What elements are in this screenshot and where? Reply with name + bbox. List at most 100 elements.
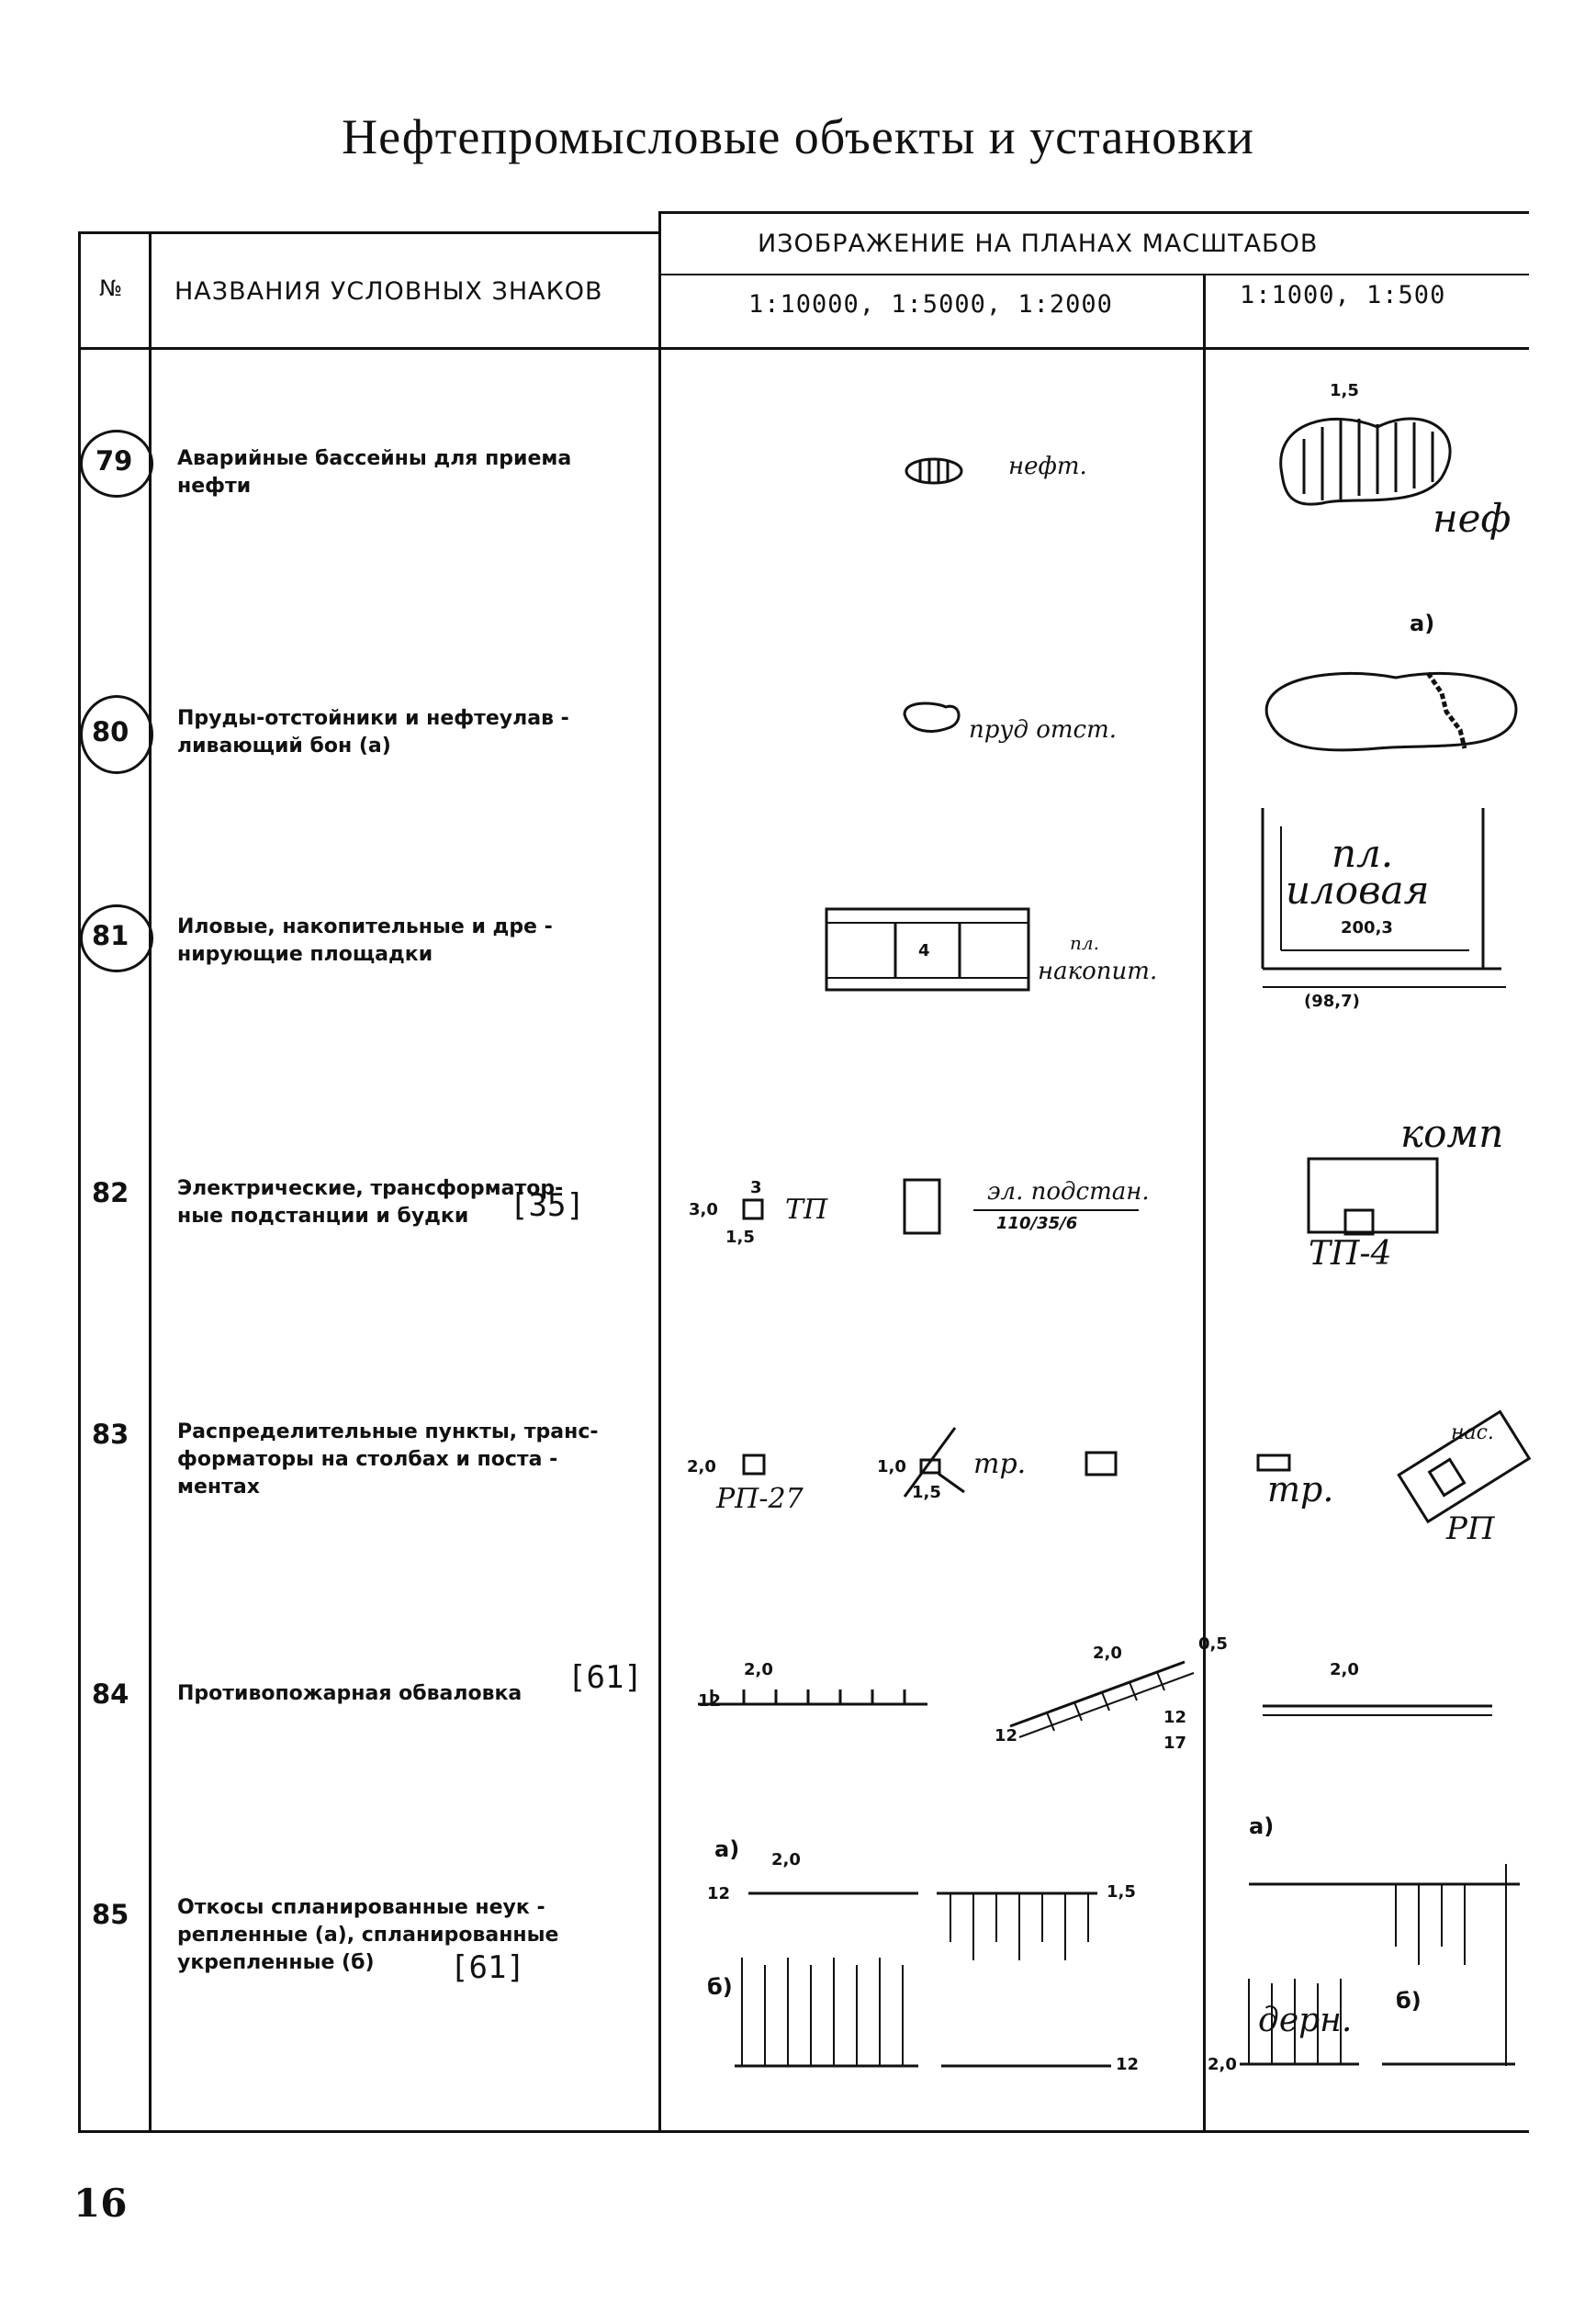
r85-dim-b: 12 (707, 1884, 731, 1903)
r85-marker-a: а) (714, 1836, 740, 1862)
r80-small-label: пруд отст. (969, 716, 1118, 744)
r79-small-basin-symbol (905, 457, 963, 485)
r83-label-tr: тр. (973, 1448, 1027, 1480)
r81-large-area-symbol (1261, 808, 1506, 988)
r81-small-area-symbol (825, 907, 1030, 992)
table-divider-name (658, 211, 661, 2132)
row-84-ref-wrap: [61] (568, 1662, 1036, 1696)
r79-large-label: неф (1433, 496, 1512, 541)
row-84-ref: [61] (568, 1659, 643, 1696)
row-80-circle (80, 695, 153, 774)
r85-small-slope-b-symbol (735, 1958, 1111, 2068)
r84-dim-f: 12 (1163, 1708, 1187, 1727)
row-85-num: 85 (92, 1899, 129, 1930)
r80-marker: а) (1410, 611, 1435, 636)
header-num: № (99, 275, 123, 301)
r83-large-label-nas: нас. (1451, 1421, 1494, 1444)
row-79-name: Аварийные бассейны для приема нефти (177, 447, 572, 498)
row-82-num: 82 (92, 1177, 129, 1208)
r79-large-basin-symbol (1279, 417, 1452, 506)
r85-marker-b: б) (707, 1974, 733, 2000)
r85-large-marker-b: б) (1396, 1988, 1422, 2014)
row-80-name: Пруды-отстойники и нефтеулав - ливающий … (177, 707, 569, 758)
row-79-num: 79 (96, 445, 133, 477)
row-81-num: 81 (92, 920, 129, 951)
r81-large-label-1: пл. (1332, 831, 1394, 876)
r80-small-pond-symbol (903, 702, 961, 733)
row-82-ref-wrap: [35] (510, 1190, 978, 1224)
r82-small-tp-symbol (742, 1198, 764, 1220)
r85-dim-a: 2,0 (771, 1850, 801, 1869)
r81-small-label-2: накопит. (1038, 958, 1158, 985)
r83-dim-b: 1,0 (877, 1457, 906, 1476)
r82-dim-a: 3,0 (689, 1200, 718, 1219)
r84-large-dim: 2,0 (1330, 1660, 1359, 1679)
r85-large-dim: 2,0 (1208, 2055, 1237, 2074)
r82-small-substation-symbol (903, 1178, 941, 1235)
r85-large-marker-a: а) (1249, 1813, 1275, 1839)
r82-dim-b: 1,5 (725, 1228, 755, 1247)
row-85-name: Откосы спланированные неук - репленные (… (177, 1896, 559, 1974)
r83-large-rp-symbol (1397, 1409, 1532, 1524)
row-81-name: Иловые, накопительные и дре - нирующие п… (177, 915, 553, 966)
row-85-ref-wrap: [61] (450, 1952, 918, 1986)
row-80-num: 80 (92, 716, 129, 747)
row-83-num: 83 (92, 1419, 129, 1450)
r83-dim-c: 1,5 (912, 1483, 941, 1502)
r85-large-slope-symbol (1240, 1864, 1520, 2066)
header-scale-large: 1:1000, 1:500 (1240, 281, 1446, 309)
r81-large-val-2: (98,7) (1304, 992, 1360, 1011)
r81-large-val-1: 200,3 (1341, 918, 1393, 937)
r82-label-sub-val: 110/35/6 (996, 1214, 1078, 1233)
r83-small-rp-symbol (742, 1454, 766, 1476)
row-84-name: Противопожарная обваловка (177, 1682, 523, 1705)
r80-large-pond-symbol (1264, 671, 1518, 752)
r84-dim-a: 2,0 (744, 1660, 773, 1679)
r84-small-bank-diagonal-symbol (1009, 1660, 1195, 1738)
r82-large-tp-symbol (1307, 1157, 1439, 1236)
r83-large-label-tr: тр. (1267, 1469, 1334, 1510)
page-number: 16 (73, 2181, 128, 2226)
row-85-ref: [61] (450, 1949, 525, 1986)
r83-large-label-rp: РП (1446, 1510, 1495, 1547)
r84-dim-b: 12 (698, 1691, 722, 1711)
r85-dim-c: 1,5 (1107, 1882, 1136, 1902)
r83-dim-a: 2,0 (687, 1457, 716, 1476)
r85-small-slope-a-symbol (748, 1891, 1097, 1960)
r84-dim-d: 0,5 (1198, 1634, 1228, 1654)
r79-dim: 1,5 (1330, 381, 1359, 400)
row-84-num: 84 (92, 1678, 129, 1710)
r83-large-transformer-symbol (1256, 1454, 1291, 1472)
header-bottom-line (78, 347, 1529, 350)
row-82-ref: [35] (510, 1187, 585, 1224)
r82-large-label-top: комп (1400, 1111, 1504, 1156)
r82-dim-c: 3 (750, 1178, 762, 1197)
table-border-bottom (78, 2130, 1529, 2133)
r83-small-transformer-plinth-symbol (1085, 1451, 1118, 1476)
row-82-name: Электрические, трансформатор- ные подста… (177, 1177, 564, 1228)
r82-label-tp: ТП (785, 1194, 828, 1226)
r85-dim-d: 12 (1116, 2055, 1140, 2074)
r84-dim-c: 2,0 (1093, 1644, 1122, 1663)
r83-label-rp: РП-27 (716, 1483, 804, 1515)
row-81-circle (80, 904, 153, 972)
r85-large-label: дерн. (1258, 2002, 1353, 2039)
header-mid-line (658, 274, 1529, 275)
table-divider-num (149, 231, 152, 2132)
row-79-circle (80, 430, 153, 498)
r81-large-label-2: иловая (1286, 868, 1430, 913)
row-83-name: Распределительные пункты, транс- формато… (177, 1420, 599, 1498)
r84-dim-g: 17 (1163, 1734, 1187, 1753)
r84-small-bank-symbol (698, 1689, 927, 1706)
r79-small-label: нефт. (1008, 453, 1087, 480)
header-name: НАЗВАНИЯ УСЛОВНЫХ ЗНАКОВ (174, 277, 603, 306)
r83-small-transformer-symbol (903, 1427, 965, 1498)
r82-large-label-bottom: ТП-4 (1309, 1235, 1392, 1273)
r81-small-label-1: пл. (1070, 932, 1099, 954)
header-image-on-plans: ИЗОБРАЖЕНИЕ НА ПЛАНАХ МАСШТАБОВ (758, 230, 1319, 258)
r84-large-bank-symbol (1263, 1704, 1492, 1716)
page-title: Нефтепромысловые объекты и установки (342, 109, 1254, 164)
r82-label-sub: эл. подстан. (987, 1178, 1150, 1206)
r84-dim-e: 12 (995, 1726, 1018, 1745)
